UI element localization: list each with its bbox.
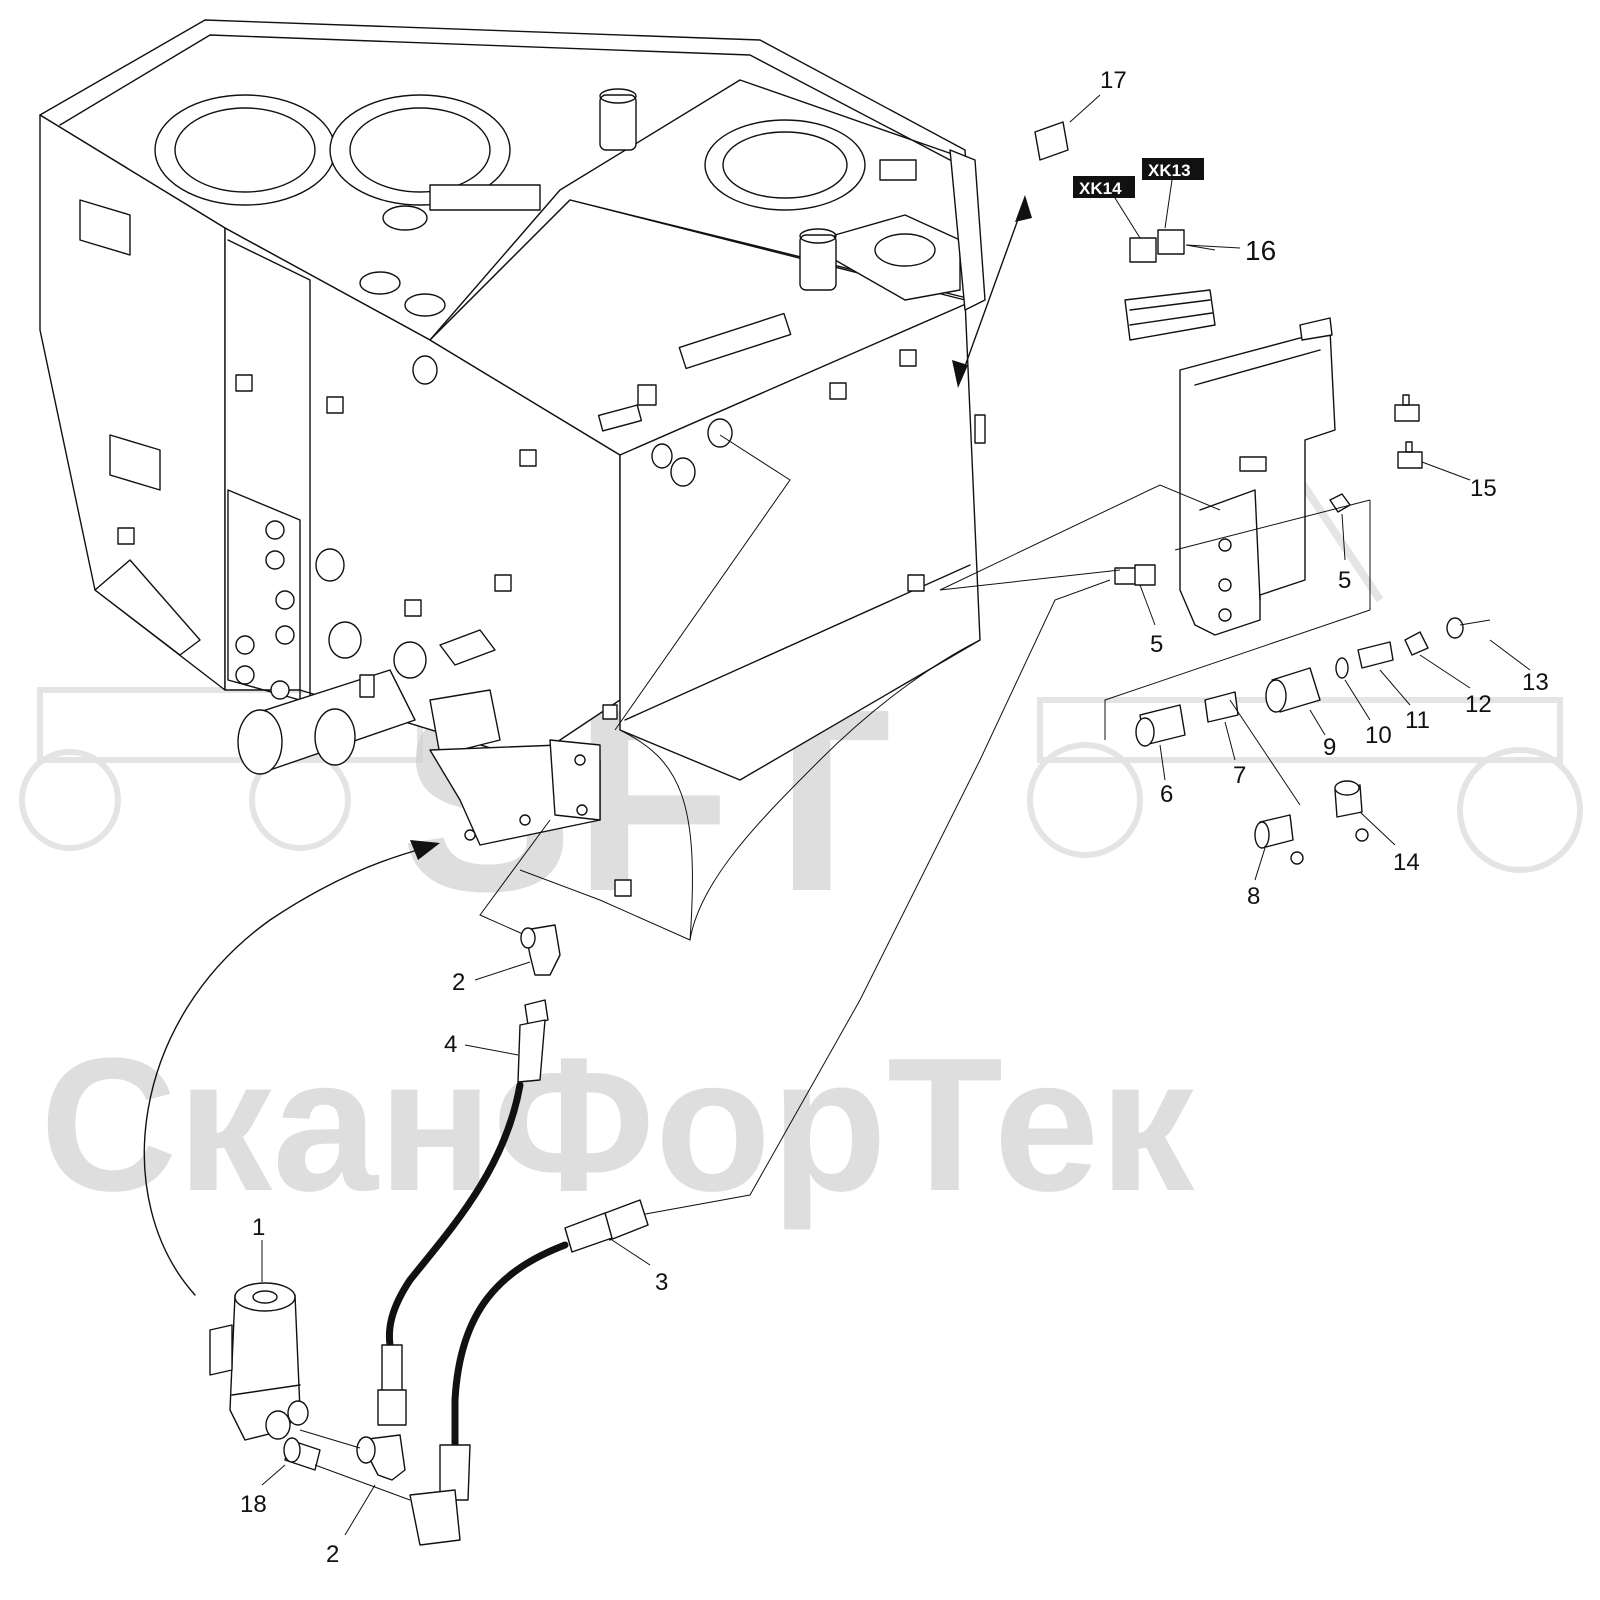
callout-6: 6 <box>1160 781 1173 808</box>
hose-4 <box>377 999 549 1426</box>
coupler-part-6 <box>1135 704 1186 781</box>
coupler-part-13 <box>1446 617 1531 671</box>
tag-xk13-label: XK13 <box>1148 161 1191 180</box>
coupler-part-10 <box>1335 657 1371 721</box>
assembly-arrow <box>143 840 440 1296</box>
mounting-bracket <box>429 629 601 846</box>
route-lines <box>479 434 1221 1216</box>
callout-10: 10 <box>1365 722 1392 749</box>
tag-xk14-label: XK14 <box>1079 179 1122 198</box>
hydraulic-tank-frame <box>39 19 986 941</box>
callout-2-bottom: 2 <box>326 1541 339 1568</box>
connector-tag-xk13: XK13 <box>1142 158 1204 229</box>
coupler-part-11 <box>1357 641 1411 706</box>
hose-3 <box>409 1199 651 1546</box>
watermark-brand: СканФорТек <box>40 1019 1195 1231</box>
wall-nuts <box>117 349 925 897</box>
callout-4: 4 <box>444 1031 457 1058</box>
switches-15 <box>1394 394 1471 481</box>
callout-13: 13 <box>1522 669 1549 696</box>
top-ports <box>154 88 961 370</box>
callout-2-top: 2 <box>452 969 465 996</box>
dust-cap-8 <box>1254 814 1304 881</box>
callout-17: 17 <box>1100 67 1127 94</box>
callout-5-right: 5 <box>1338 567 1351 594</box>
callout-3: 3 <box>655 1269 668 1296</box>
callout-15: 15 <box>1470 475 1497 502</box>
panel-holes <box>235 520 295 700</box>
mounting-plate <box>1179 317 1336 636</box>
callout-11: 11 <box>1405 707 1430 734</box>
fitting-5-left <box>1114 564 1156 626</box>
relays-16 <box>1124 229 1241 341</box>
direction-arrow-17 <box>952 195 1032 388</box>
callouts: 1 2 2 3 4 5 5 6 7 8 9 10 11 12 13 14 15 … <box>240 67 1549 1568</box>
elbow-fitting-2-bottom <box>299 1429 411 1536</box>
callout-12: 12 <box>1465 691 1492 718</box>
frame-right-wall <box>429 199 981 781</box>
callout-16: 16 <box>1245 235 1276 266</box>
callout-5-left: 5 <box>1150 631 1163 658</box>
coupler-part-12 <box>1404 631 1471 689</box>
callout-18: 18 <box>240 1491 267 1518</box>
callout-1: 1 <box>252 1214 265 1241</box>
connector-tag-xk14: XK14 <box>1073 176 1141 239</box>
label-plate-17 <box>1034 94 1101 161</box>
pump-unit-1 <box>209 1240 309 1441</box>
outlet-tube <box>237 669 416 775</box>
dust-cap-14 <box>1334 780 1396 846</box>
callout-8: 8 <box>1247 883 1260 910</box>
elbow-fitting-2-top <box>474 924 561 981</box>
group-bracket-lines <box>1104 609 1371 740</box>
callout-7: 7 <box>1233 762 1246 789</box>
callout-9: 9 <box>1323 734 1336 761</box>
callout-14: 14 <box>1393 849 1420 876</box>
coupler-part-7 <box>1204 691 1239 761</box>
coupler-part-9 <box>1265 667 1326 736</box>
fitting-18 <box>261 1437 321 1486</box>
